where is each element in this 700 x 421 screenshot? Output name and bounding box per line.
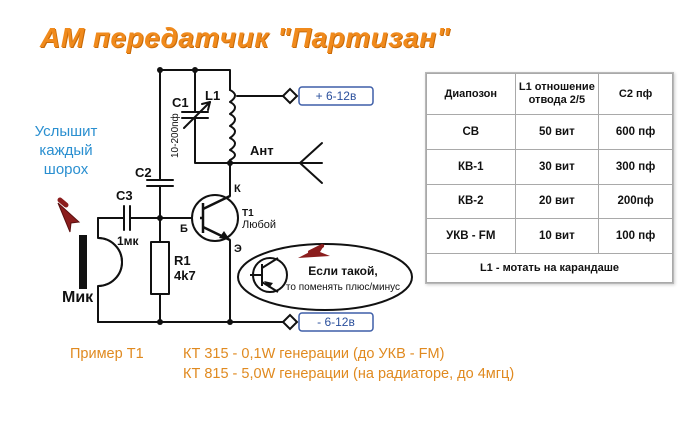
table-header: Диапозон xyxy=(426,73,516,115)
c1-wire-bottom xyxy=(194,117,231,164)
table-cell: 600 пф xyxy=(598,114,673,150)
minus-supply-label: - 6-12в xyxy=(317,315,355,329)
label-c2: C2 xyxy=(135,165,152,180)
table-cell: КВ-2 xyxy=(426,183,516,220)
label-r1: R1 xyxy=(174,253,191,268)
antenna-symbol xyxy=(299,142,323,184)
table-cell: 50 вит xyxy=(514,114,600,150)
label-c1-value: 10-200пф xyxy=(169,113,181,158)
emitter-arrow xyxy=(219,231,230,240)
example-line-2: КТ 815 - 5,0W генерации (на радиаторе, д… xyxy=(183,366,515,382)
resistor-r1 xyxy=(150,241,170,295)
plus-supply-box xyxy=(298,86,374,106)
example-line-1: КТ 315 - 0,1W генерации (до УКВ - FM) xyxy=(183,346,445,362)
microphone xyxy=(79,235,123,289)
inductor-l1 xyxy=(229,89,236,161)
label-mic: Мик xyxy=(62,289,94,306)
table-row: КВ-1 30 вит 300 пф xyxy=(426,148,673,185)
minus-supply-box xyxy=(298,312,374,332)
pnp-note-line-1: Если такой, xyxy=(308,264,377,278)
tank-top-wire xyxy=(159,69,231,91)
diagram-title: АМ передатчик "Партизан" xyxy=(40,22,451,53)
label-c3-value: 1мк xyxy=(117,234,140,248)
example-label: Пример Т1 xyxy=(70,346,144,362)
table-cell: УКВ - FM xyxy=(426,218,516,254)
table-cell: КВ-1 xyxy=(426,148,516,185)
plus-supply-label: + 6-12в xyxy=(316,89,357,103)
label-base: Б xyxy=(180,223,188,235)
table-row: КВ-2 20 вит 200пф xyxy=(426,183,673,220)
label-t1-note: Любой xyxy=(242,219,276,231)
table-header: C2 пф xyxy=(598,73,673,115)
minus-terminal xyxy=(281,313,299,331)
mic-caption-1: Услышит xyxy=(35,123,98,140)
plus-terminal xyxy=(281,87,299,105)
table-row: СВ 50 вит 600 пф xyxy=(426,114,673,150)
c1-variable-arrow xyxy=(183,101,211,129)
pnp-note-line-2: то поменять плюс/минус xyxy=(286,282,400,293)
table-note: L1 - мотать на карандаше xyxy=(426,253,673,283)
label-collector: К xyxy=(234,183,241,195)
label-t1: Т1 xyxy=(242,208,254,219)
table-cell: 20 вит xyxy=(514,183,600,220)
mic-arrow xyxy=(57,202,81,233)
label-r1-value: 4k7 xyxy=(174,268,196,283)
table-header-row: Диапозон L1 отношение отвода 2/5 C2 пф xyxy=(426,73,673,115)
label-c3: C3 xyxy=(116,188,133,203)
mic-caption-2: каждый xyxy=(39,142,92,159)
label-ant: Ант xyxy=(250,143,274,158)
table-header: L1 отношение отвода 2/5 xyxy=(514,73,600,115)
table-cell: 30 вит xyxy=(514,148,600,185)
label-emitter: Э xyxy=(234,243,242,255)
coil-table: Диапозон L1 отношение отвода 2/5 C2 пф С… xyxy=(425,72,674,284)
table-cell: 10 вит xyxy=(514,218,600,254)
label-c1: C1 xyxy=(172,95,189,110)
table-cell: СВ xyxy=(426,114,516,150)
table-note-row: L1 - мотать на карандаше xyxy=(426,253,673,283)
table-row: УКВ - FM 10 вит 100 пф xyxy=(426,218,673,254)
table-cell: 200пф xyxy=(598,183,673,220)
table-cell: 100 пф xyxy=(598,218,673,254)
label-l1: L1 xyxy=(205,88,220,103)
table-cell: 300 пф xyxy=(598,148,673,185)
mic-caption-3: шорох xyxy=(44,161,89,178)
